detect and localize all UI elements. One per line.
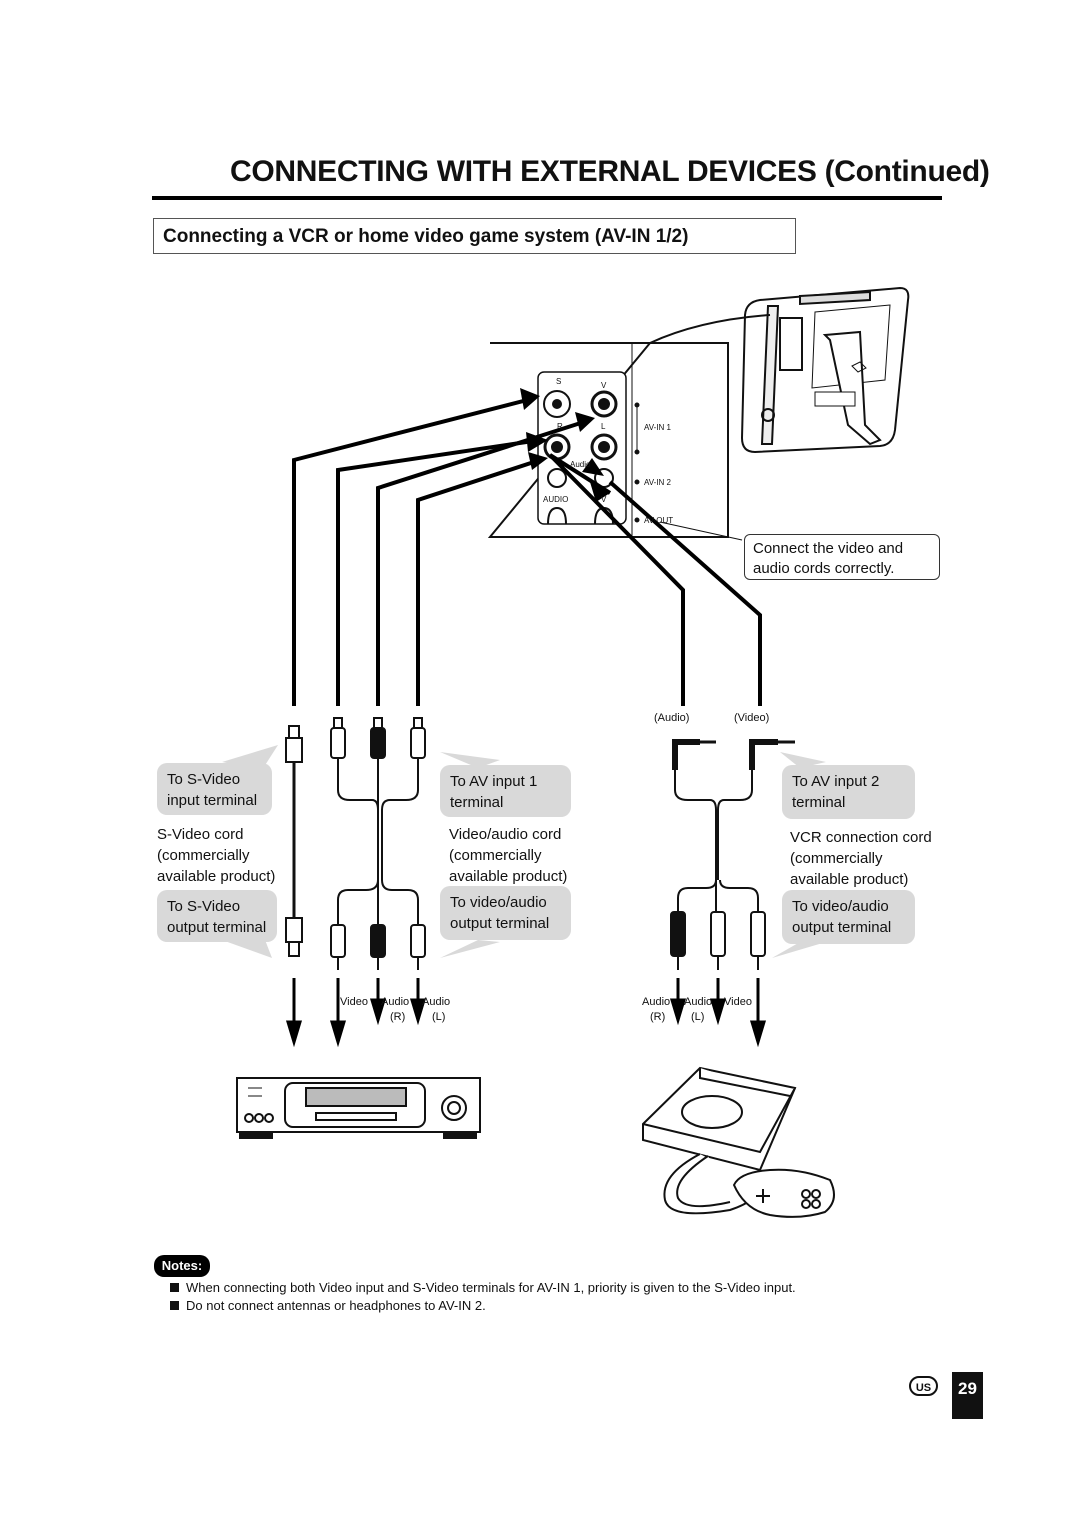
plug-label-video-left: Video [340, 996, 368, 1008]
plug-label-audio-r-sub-left: (R) [390, 1011, 406, 1023]
plug-label-video-top: (Video) [734, 712, 770, 724]
rear-panel-zoom [487, 314, 771, 541]
jack-label-audio: Audio [570, 460, 591, 469]
bullet-icon [170, 1283, 179, 1292]
plug-label-audio-r-left: Audio [381, 996, 410, 1008]
page-title: CONNECTING WITH EXTERNAL DEVICES (Contin… [230, 155, 990, 188]
note-text: When connecting both Video input and S-V… [186, 1280, 796, 1295]
game-console-illustration [642, 1066, 835, 1218]
note-item: Do not connect antennas or headphones to… [170, 1298, 486, 1314]
jack-label-s: S [556, 377, 562, 386]
av-in-2-label: AV-IN 2 [644, 478, 671, 487]
bullet-icon [170, 1301, 179, 1310]
plug-label-audio-l-sub-right: (L) [691, 1011, 705, 1023]
tv-unit-illustration [740, 286, 910, 454]
plug-label-video-right: Video [724, 996, 752, 1008]
note-text: Do not connect antennas or headphones to… [186, 1298, 486, 1313]
video-audio-output-bubble-right: To video/audio output terminal [782, 890, 915, 944]
svideo-output-bubble: To S-Video output terminal [157, 890, 277, 942]
page-number: 29 [952, 1372, 983, 1419]
region-badge: US [909, 1376, 938, 1396]
jack-label-v: V [601, 381, 607, 390]
svideo-input-bubble: To S-Video input terminal [157, 763, 272, 815]
av-out-label: AV-OUT [644, 516, 674, 525]
plug-label-audio-r-right: Audio [642, 996, 671, 1008]
plug-label-audio-l-left: Audio [422, 996, 451, 1008]
svideo-cord-label: S-Video cord (commercially available pro… [157, 826, 276, 885]
vcr-illustration [236, 1077, 481, 1139]
device-arrows [285, 978, 767, 1048]
video-audio-cord-label: Video/audio cord (commercially available… [449, 826, 568, 885]
left-cords [285, 717, 426, 970]
av-input-2-bubble: To AV input 2 terminal [782, 765, 915, 819]
connect-correctly-callout: Connect the video and audio cords correc… [744, 534, 940, 580]
av-in-1-label: AV-IN 1 [644, 423, 671, 432]
vcr-connection-cord-label: VCR connection cord (commercially availa… [790, 829, 932, 888]
section-title-box [153, 218, 796, 254]
plug-label-audio-top: (Audio) [654, 712, 690, 724]
jack-label-l: L [601, 422, 606, 431]
jack-label-audio-out: AUDIO [543, 495, 569, 504]
section-title: Connecting a VCR or home video game syst… [163, 226, 689, 247]
jack-label-v-out: V [601, 495, 607, 504]
plug-label-audio-l-sub-left: (L) [432, 1011, 446, 1023]
note-item: When connecting both Video input and S-V… [170, 1280, 796, 1296]
notes-badge: Notes: [154, 1255, 210, 1277]
cable-paths [292, 396, 762, 706]
av-input-1-bubble: To AV input 1 terminal [440, 765, 571, 817]
right-cords [670, 739, 795, 970]
plug-label-audio-r-sub-right: (R) [650, 1011, 666, 1023]
jack-label-r: R [557, 422, 563, 431]
plug-label-audio-l-right: Audio [684, 996, 713, 1008]
video-audio-output-bubble-left: To video/audio output terminal [440, 886, 571, 940]
cable-arrowheads [520, 388, 610, 502]
title-rule [152, 196, 942, 200]
